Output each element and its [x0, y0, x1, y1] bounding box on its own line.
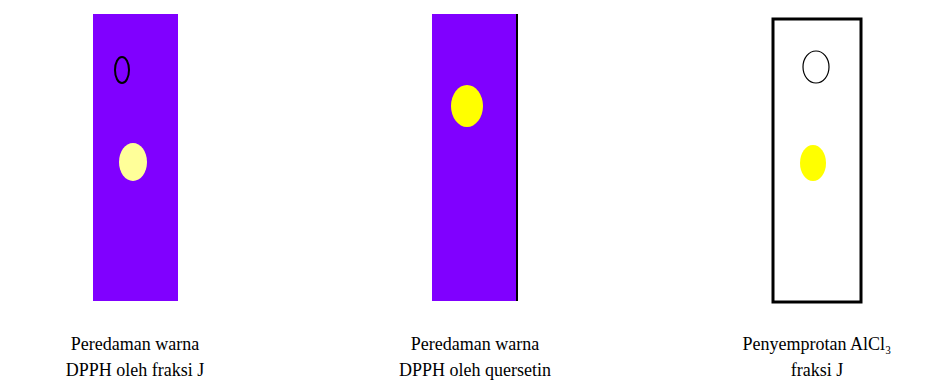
spot	[451, 85, 483, 127]
caption-text: Penyemprotan AlCl₃ fraksi J	[732, 331, 902, 383]
spot-outline	[803, 51, 829, 83]
tlc-plate	[773, 19, 861, 302]
tlc-plate	[432, 14, 518, 301]
plate-caption: Peredaman warna DPPH oleh quersetin	[390, 331, 560, 383]
plate-edge	[516, 14, 518, 301]
spot	[800, 145, 826, 181]
caption-text: Peredaman warna DPPH oleh quersetin	[390, 331, 560, 383]
caption-text: Peredaman warna DPPH oleh fraksi J	[50, 331, 220, 383]
tlc-plate	[93, 14, 178, 301]
plate-caption: Peredaman warna DPPH oleh fraksi J	[50, 331, 220, 383]
spot	[119, 143, 147, 181]
plate-caption: Penyemprotan AlCl₃ fraksi J	[732, 331, 902, 383]
spot-outline	[115, 57, 129, 83]
